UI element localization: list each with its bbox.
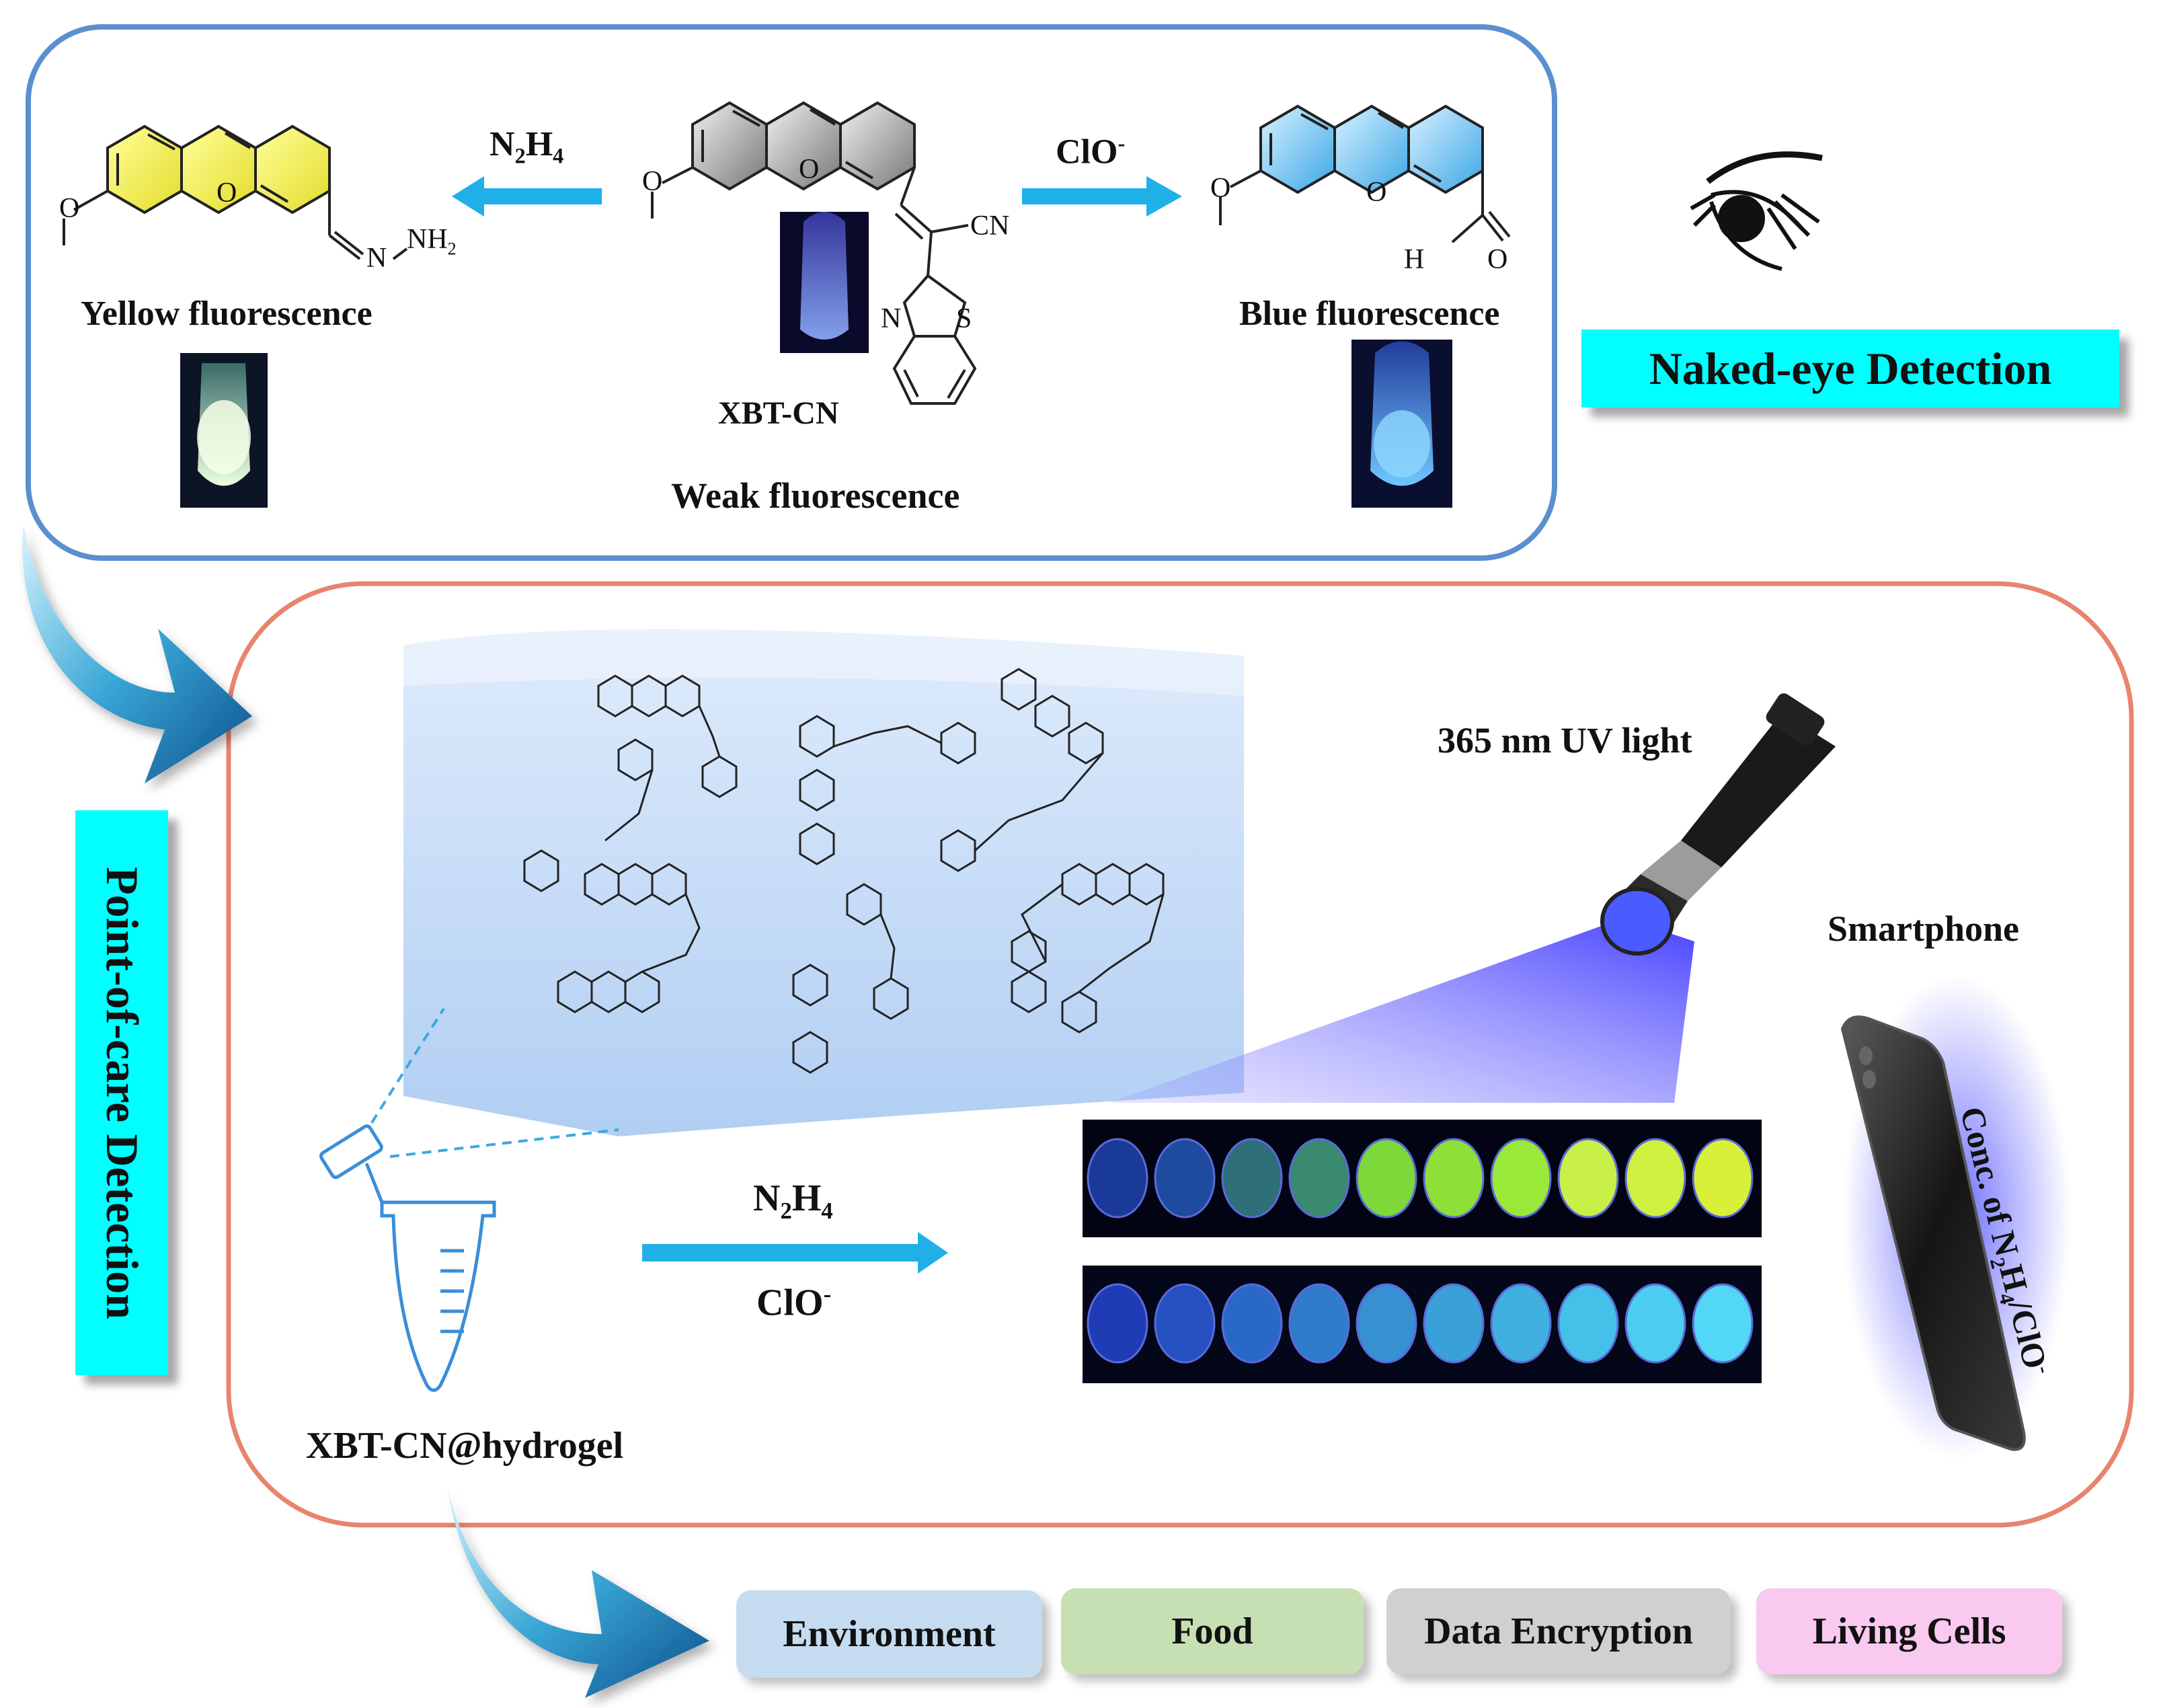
reagent-clo-top: ClO- <box>1056 131 1126 171</box>
well-4 <box>1288 1283 1350 1364</box>
well-7 <box>1490 1138 1552 1218</box>
well-4 <box>1288 1138 1350 1218</box>
probe-name-label: XBT-CN <box>718 395 839 431</box>
well-5 <box>1356 1138 1417 1218</box>
weak-fluorescent-tube-photo <box>780 212 869 353</box>
curved-arrow-bottom <box>447 1486 709 1698</box>
well-9 <box>1624 1138 1686 1218</box>
atom-n-thiazole: N <box>881 303 902 334</box>
uv-light-label: 365 nm UV light <box>1438 720 1692 761</box>
atom-nh2: NH2 <box>407 224 457 259</box>
application-food: Food <box>1061 1588 1364 1674</box>
atom-o-methoxy-left: O <box>59 193 80 224</box>
well-9 <box>1624 1283 1686 1364</box>
well-8 <box>1557 1138 1619 1218</box>
yellow-fluorescence-label: Yellow fluorescence <box>81 295 372 333</box>
uv-flashlight <box>1600 693 1836 956</box>
point-of-care-detection-text: Point-of-care Detection <box>96 866 148 1319</box>
reagent-clo-bottom: ClO- <box>756 1281 832 1324</box>
arrow-hydrogel-to-wells <box>642 1232 948 1274</box>
smartphone-icon <box>1840 1015 2026 1451</box>
well-2 <box>1154 1138 1216 1218</box>
atom-o-left: O <box>217 178 237 208</box>
application-environment: Environment <box>736 1590 1042 1678</box>
well-3 <box>1221 1283 1283 1364</box>
blue-fluorescent-tube-photo <box>1351 340 1452 508</box>
point-of-care-detection-tag: Point-of-care Detection <box>75 810 168 1375</box>
yellow-fluorescent-tube-photo <box>180 353 268 508</box>
application-living-cells: Living Cells <box>1756 1588 2062 1674</box>
weak-fluorescence-label: Weak fluorescence <box>671 475 960 516</box>
atom-o-aldehyde: O <box>1487 244 1508 275</box>
atom-s-thiazole: S <box>956 303 972 334</box>
smartphone-label: Smartphone <box>1828 908 2020 949</box>
well-10 <box>1692 1283 1754 1364</box>
curved-arrow-top <box>22 525 252 783</box>
arrow-to-yellow-product <box>452 176 602 217</box>
atom-n-hydrazone: N <box>366 243 387 274</box>
well-3 <box>1221 1138 1283 1218</box>
atom-cn-probe: CN <box>970 210 1010 241</box>
zoom-dashed-lines <box>362 1007 619 1158</box>
hydrogel-tube-icon <box>319 1124 496 1392</box>
well-6 <box>1423 1138 1485 1218</box>
blue-fluorescence-label: Blue fluorescence <box>1239 295 1500 333</box>
wells-n2h4-series <box>1087 1138 1754 1218</box>
reagent-n2h4-bottom: N2H4 <box>753 1177 833 1225</box>
well-7 <box>1490 1283 1552 1364</box>
top-panel-frame <box>26 24 1557 561</box>
arrow-to-blue-product <box>1022 176 1182 217</box>
wells-clo-series <box>1087 1283 1754 1364</box>
atom-o-methoxy-probe: O <box>642 166 663 197</box>
well-1 <box>1087 1138 1148 1218</box>
bottom-panel-frame <box>226 581 2134 1528</box>
well-2 <box>1154 1283 1216 1364</box>
atom-o-methoxy-right: O <box>1210 173 1231 204</box>
atom-o-right: O <box>1366 177 1387 208</box>
naked-eye-detection-tag: Naked-eye Detection <box>1581 329 2119 407</box>
well-1 <box>1087 1283 1148 1364</box>
eye-icon <box>1690 151 1823 271</box>
xbt-cn-probe-structure <box>651 101 977 405</box>
aldehyde-product-structure <box>1219 104 1511 243</box>
well-6 <box>1423 1283 1485 1364</box>
well-8 <box>1557 1283 1619 1364</box>
reagent-n2h4-top: N2H4 <box>489 125 564 168</box>
atom-h-aldehyde: H <box>1404 244 1425 275</box>
hydrazone-product-structure <box>63 124 408 260</box>
well-10 <box>1692 1138 1754 1218</box>
well-5 <box>1356 1283 1417 1364</box>
application-data-encryption: Data Encryption <box>1386 1588 1731 1674</box>
hydrogel-label: XBT-CN@hydrogel <box>306 1425 624 1467</box>
atom-o-probe: O <box>799 154 820 185</box>
gel-molecules <box>523 668 1165 1074</box>
uv-light-beam <box>1109 918 1694 1103</box>
